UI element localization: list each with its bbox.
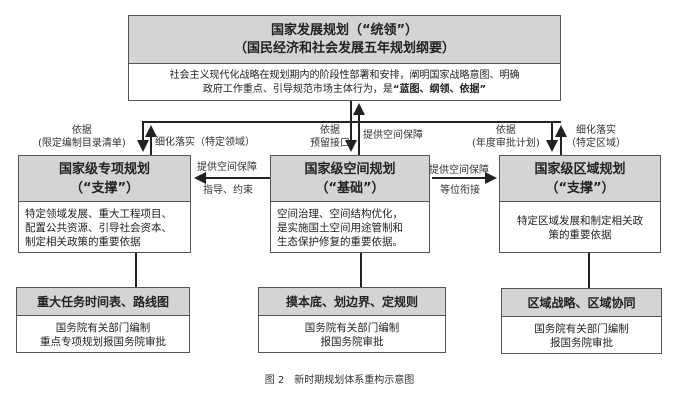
label-left-mid-provide: 提供空间保障 — [197, 162, 257, 173]
label-left-refine: 细化落实（特定领域） — [155, 137, 255, 148]
label-mid-basis: 依据预留接口 — [310, 125, 350, 149]
top-desc-line2: 政府工作重点、引导规范市场主体行为，是 — [202, 84, 393, 95]
top-desc-line1: 社会主义现代化战略在规划期内的阶段性部署和安排，阐明国家战略意图、明确 — [169, 70, 520, 81]
label-mid-right-equal: 等位衔接 — [440, 185, 480, 196]
regional-sub-box: 区域战略、区域协同 国务院有关部门编制报国务院审批 — [501, 288, 662, 354]
label-left-basis: 依据(限定编制目录清单) — [38, 125, 126, 149]
label-left-mid-guide: 指导、约束 — [203, 185, 253, 196]
spatial-plan-box: 国家级空间规划（“基础”） 空间治理、空间结构优化，是实施国土空间用途管制和生态… — [270, 155, 430, 253]
label-mid-provide: 提供空间保障 — [363, 130, 423, 141]
spatial-sub-box: 摸本底、划边界、定规则 国务院有关部门编制报国务院审批 — [258, 287, 446, 353]
top-subtitle: （国民经济和社会发展五年规划纲要） — [233, 40, 455, 56]
label-mid-right-provide: 提供空间保障 — [429, 165, 489, 176]
top-title: 国家发展规划（“统领”） — [270, 22, 419, 38]
special-plan-box: 国家级专项规划（“支撑”） 特定领域发展、重大工程项目、配置公共资源、引导社会资… — [18, 155, 191, 253]
label-right-refine: 细化落实（特定区域） — [566, 125, 626, 149]
national-development-plan-box: 国家发展规划（“统领”） （国民经济和社会发展五年规划纲要） 社会主义现代化战略… — [128, 15, 561, 101]
special-sub-box: 重大任务时间表、路线图 国务院有关部门编制重点专项规划报国务院审批 — [16, 287, 190, 353]
top-desc-emphasis: “蓝图、纲领、依据” — [392, 84, 487, 95]
regional-plan-box: 国家级区域规划（“支撑”） 特定区域发展和制定相关政策的重要依据 — [499, 155, 661, 253]
figure-caption: 图 2 新时期规划体系重构示意图 — [264, 375, 415, 386]
label-right-basis: 依据(年度审批计划) — [472, 125, 540, 149]
